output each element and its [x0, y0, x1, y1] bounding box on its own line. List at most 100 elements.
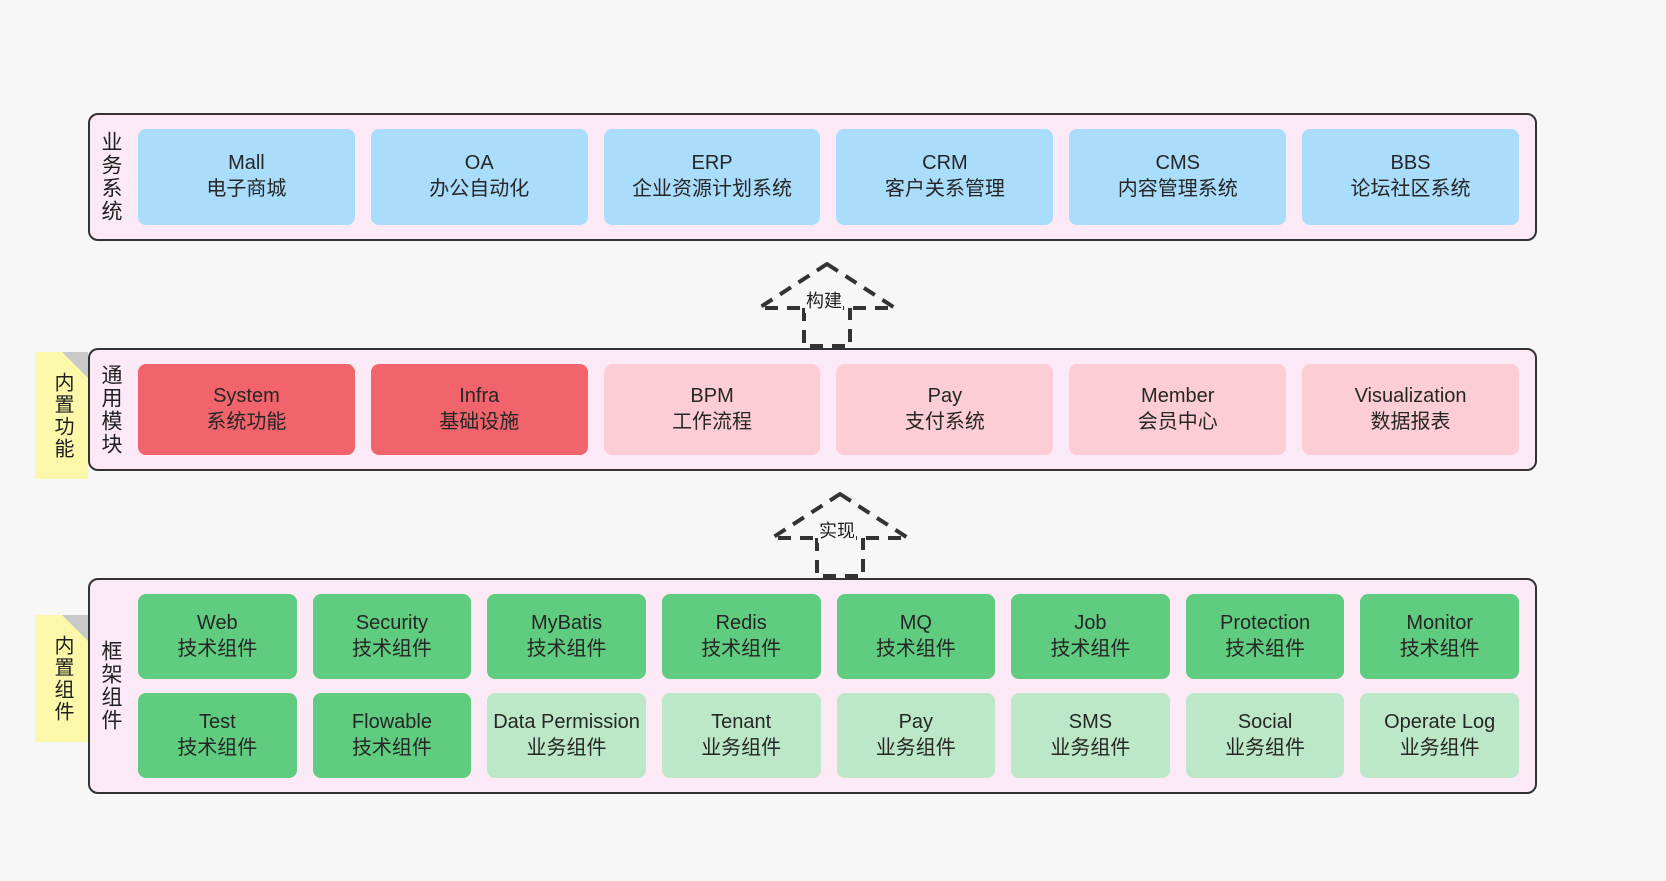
card-subtitle: 办公自动化	[429, 178, 530, 200]
card-infra[interactable]: Infra 基础设施	[370, 364, 588, 455]
card-subtitle: 技术组件	[526, 637, 607, 660]
card-title: Data Permission	[493, 710, 640, 733]
card-monitor[interactable]: Monitor 技术组件	[1360, 594, 1519, 679]
layer-title-framework-component: 框架组件	[99, 640, 123, 732]
card-subtitle: 论坛社区系统	[1350, 178, 1471, 200]
card-mq[interactable]: MQ 技术组件	[836, 594, 996, 679]
card-subtitle: 技术组件	[351, 736, 432, 759]
card-title: BPM	[690, 384, 734, 407]
card-pay-component[interactable]: Pay 业务组件	[836, 693, 996, 778]
card-subtitle: 技术组件	[1399, 637, 1480, 660]
card-crm[interactable]: CRM 客户关系管理	[836, 129, 1054, 225]
card-subtitle: 业务组件	[1399, 736, 1480, 759]
sticky-note-builtin-component: 内置组件	[35, 615, 88, 742]
card-title: SMS	[1068, 710, 1113, 733]
card-title: Redis	[715, 611, 767, 634]
card-pay[interactable]: Pay 支付系统	[836, 364, 1054, 455]
connector-build: 构建	[757, 262, 897, 348]
card-row: Web 技术组件 Security 技术组件 MyBatis 技术组件 Redi…	[138, 594, 1519, 679]
card-title: Tenant	[711, 710, 772, 733]
card-subtitle: 技术组件	[177, 637, 258, 660]
card-subtitle: 会员中心	[1137, 410, 1218, 433]
card-visualization[interactable]: Visualization 数据报表	[1302, 364, 1519, 455]
card-title: Pay	[927, 384, 963, 407]
card-subtitle: 业务组件	[1225, 736, 1306, 759]
connector-label: 构建	[805, 287, 843, 313]
card-title: Flowable	[351, 710, 432, 733]
note-fold-corner-icon	[62, 615, 88, 641]
card-subtitle: 电子商城	[206, 178, 287, 200]
card-row: Test 技术组件 Flowable 技术组件 Data Permission …	[138, 693, 1519, 778]
layer-business-system: 业务系统 Mall 电子商城 OA 办公自动化 ERP 企业资源计划系统 CRM…	[88, 113, 1537, 241]
card-job[interactable]: Job 技术组件	[1011, 594, 1170, 679]
card-cms[interactable]: CMS 内容管理系统	[1069, 129, 1287, 225]
card-flowable[interactable]: Flowable 技术组件	[312, 693, 472, 778]
card-oa[interactable]: OA 办公自动化	[370, 129, 588, 225]
card-test[interactable]: Test 技术组件	[138, 693, 297, 778]
card-mall[interactable]: Mall 电子商城	[138, 129, 355, 225]
card-title: BBS	[1390, 152, 1431, 175]
layer-title-common-module: 通用模块	[99, 363, 123, 456]
card-tenant[interactable]: Tenant 业务组件	[661, 693, 821, 778]
sticky-note-label: 内置组件	[51, 634, 73, 723]
card-subtitle: 技术组件	[1050, 637, 1131, 660]
card-subtitle: 客户关系管理	[884, 178, 1005, 200]
card-title: CRM	[922, 152, 968, 175]
card-web[interactable]: Web 技术组件	[138, 594, 297, 679]
card-title: Member	[1141, 384, 1215, 407]
card-subtitle: 技术组件	[177, 736, 258, 759]
card-subtitle: 业务组件	[875, 736, 956, 759]
layer-framework-component: 框架组件 Web 技术组件 Security 技术组件 MyBatis 技术组件…	[88, 578, 1537, 794]
card-title: OA	[464, 152, 494, 175]
card-security[interactable]: Security 技术组件	[312, 594, 472, 679]
card-system[interactable]: System 系统功能	[138, 364, 355, 455]
card-social[interactable]: Social 业务组件	[1185, 693, 1345, 778]
connector-label: 实现	[818, 517, 856, 543]
card-row: Mall 电子商城 OA 办公自动化 ERP 企业资源计划系统 CRM 客户关系…	[138, 129, 1519, 225]
card-erp[interactable]: ERP 企业资源计划系统	[603, 129, 821, 225]
card-subtitle: 技术组件	[351, 637, 432, 660]
card-data-permission[interactable]: Data Permission 业务组件	[487, 693, 646, 778]
note-fold-corner-icon	[62, 352, 88, 378]
card-operate-log[interactable]: Operate Log 业务组件	[1360, 693, 1519, 778]
card-subtitle: 支付系统	[904, 410, 985, 433]
card-title: Protection	[1220, 611, 1311, 634]
card-subtitle: 技术组件	[701, 637, 782, 660]
sticky-note-label: 内置功能	[51, 371, 73, 460]
card-mybatis[interactable]: MyBatis 技术组件	[487, 594, 646, 679]
layer-body-common-module: System 系统功能 Infra 基础设施 BPM 工作流程 Pay 支付系统…	[130, 350, 1535, 469]
card-title: ERP	[691, 152, 733, 175]
card-protection[interactable]: Protection 技术组件	[1185, 594, 1345, 679]
card-title: MQ	[899, 611, 932, 634]
card-subtitle: 基础设施	[439, 410, 520, 433]
card-bbs[interactable]: BBS 论坛社区系统	[1302, 129, 1519, 225]
card-title: Social	[1237, 710, 1293, 733]
card-subtitle: 数据报表	[1370, 410, 1451, 433]
card-subtitle: 工作流程	[672, 410, 753, 433]
card-subtitle: 技术组件	[875, 637, 956, 660]
card-title: Monitor	[1406, 611, 1474, 634]
layer-title-business-system: 业务系统	[99, 131, 123, 223]
card-sms[interactable]: SMS 业务组件	[1011, 693, 1170, 778]
card-title: Job	[1074, 611, 1107, 634]
card-redis[interactable]: Redis 技术组件	[661, 594, 821, 679]
card-title: Test	[198, 710, 236, 733]
card-title: Operate Log	[1384, 710, 1496, 733]
card-title: MyBatis	[531, 611, 603, 634]
card-title: CMS	[1155, 152, 1200, 175]
card-subtitle: 企业资源计划系统	[632, 178, 793, 200]
card-title: System	[213, 384, 280, 407]
card-subtitle: 系统功能	[206, 410, 287, 433]
card-subtitle: 内容管理系统	[1117, 178, 1238, 200]
card-bpm[interactable]: BPM 工作流程	[603, 364, 821, 455]
layer-body-business-system: Mall 电子商城 OA 办公自动化 ERP 企业资源计划系统 CRM 客户关系…	[130, 115, 1535, 239]
card-row: System 系统功能 Infra 基础设施 BPM 工作流程 Pay 支付系统…	[138, 364, 1519, 455]
layer-common-module: 通用模块 System 系统功能 Infra 基础设施 BPM 工作流程 Pay…	[88, 348, 1537, 471]
card-title: Web	[196, 611, 238, 634]
card-title: Infra	[459, 384, 500, 407]
card-member[interactable]: Member 会员中心	[1069, 364, 1287, 455]
card-subtitle: 业务组件	[701, 736, 782, 759]
sticky-note-builtin-feature: 内置功能	[35, 352, 88, 479]
card-title: Pay	[898, 710, 934, 733]
